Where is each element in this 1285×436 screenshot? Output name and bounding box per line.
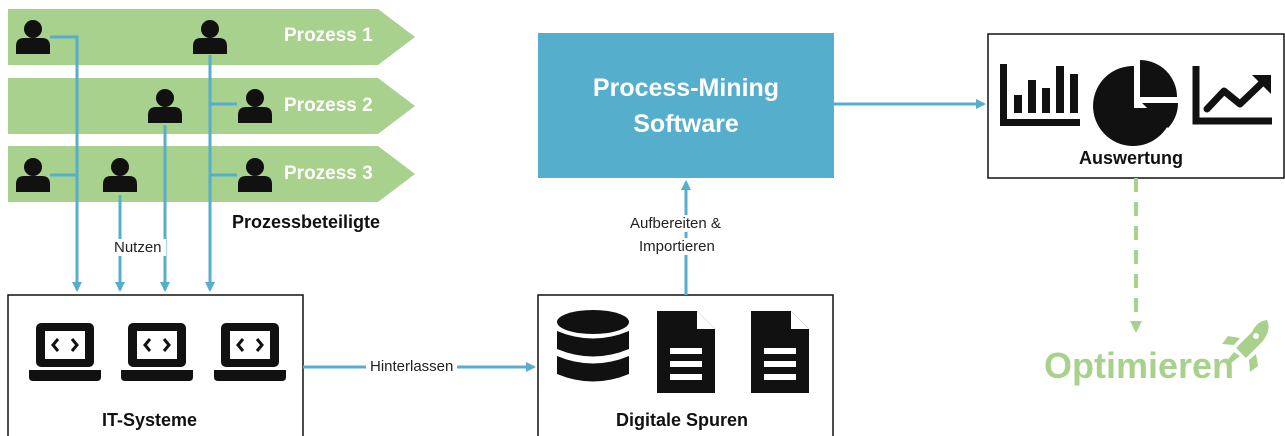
pm-software-title-line2: Software <box>633 110 739 138</box>
process-mining-software-box <box>538 33 834 178</box>
process-2-label: Prozess 2 <box>284 95 373 116</box>
laptop-code-icon <box>212 321 288 383</box>
bar-chart-icon <box>1000 64 1080 126</box>
evaluation-box <box>987 33 1285 179</box>
optimize-label: Optimieren <box>1044 345 1235 386</box>
participant-connectors <box>50 35 237 292</box>
document-icon <box>751 311 809 393</box>
participants-label: Prozessbeteiligte <box>232 212 381 232</box>
pm-software-title-line1: Process-Mining <box>592 74 780 102</box>
digital-traces-label: Digitale Spuren <box>616 410 749 430</box>
laptop-code-icon <box>119 321 195 383</box>
line-chart-icon <box>1192 66 1272 125</box>
prepare-label-line1: Aufbereiten & <box>626 215 725 232</box>
pie-chart-icon <box>1093 60 1178 146</box>
database-icon <box>557 310 629 382</box>
process-3-label: Prozess 3 <box>284 163 373 184</box>
document-icon <box>657 311 715 393</box>
prepare-label-line2: Importieren <box>635 238 719 255</box>
process-1-label: Prozess 1 <box>284 25 373 46</box>
laptop-code-icon <box>27 321 103 383</box>
rocket-icon <box>1222 320 1269 372</box>
use-label: Nutzen <box>110 239 166 256</box>
leave-label: Hinterlassen <box>366 358 458 375</box>
it-systems-label: IT-Systeme <box>102 410 198 430</box>
evaluation-label: Auswertung <box>1079 148 1184 168</box>
